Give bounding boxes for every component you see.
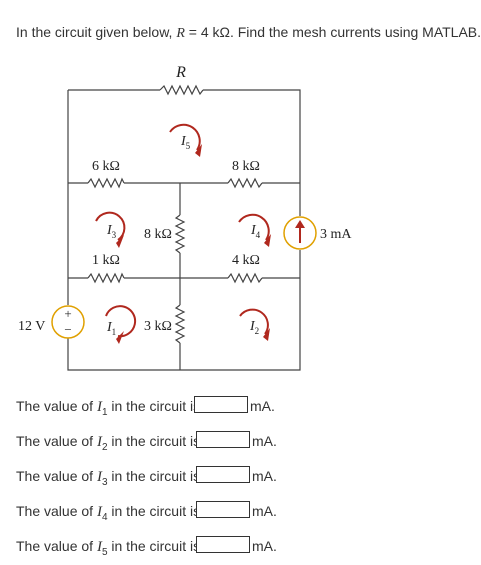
label-I1: I1: [106, 320, 116, 337]
label-I2: I2: [249, 319, 259, 336]
answer-input-i1[interactable]: [194, 396, 248, 413]
answer-input-i4[interactable]: [196, 501, 250, 518]
label-3ma: 3 mA: [320, 227, 352, 242]
mesh-arrow-2-icon: [239, 308, 269, 335]
label-3k: 3 kΩ: [144, 319, 172, 334]
current-source: [283, 216, 317, 250]
label-12v: 12 V: [18, 319, 45, 334]
answer-input-i5[interactable]: [196, 536, 250, 553]
arrow-up-icon: [295, 220, 305, 228]
minus-sign: −: [64, 322, 71, 337]
label-I4: I4: [250, 223, 261, 240]
answer-input-i3[interactable]: [196, 466, 250, 483]
unit-label: mA.: [250, 398, 275, 414]
unit-label: mA.: [252, 538, 277, 554]
label-4k: 4 kΩ: [232, 253, 260, 268]
unit-label: mA.: [252, 468, 277, 484]
mesh-arrow-3-icon: [95, 211, 126, 241]
resistor-1k: [87, 272, 125, 284]
resistor-8k-right: [227, 177, 263, 189]
label-I3: I3: [106, 223, 117, 240]
label-8k-middle: 8 kΩ: [144, 227, 172, 242]
mesh-arrow-1-icon: [105, 305, 137, 338]
mesh-arrow-5-icon: [169, 123, 201, 151]
mesh-arrows: [95, 123, 270, 338]
resistor-6k: [87, 177, 125, 189]
mesh-arrow-4-icon: [238, 213, 270, 241]
resistor-4k: [227, 272, 263, 284]
label-R: R: [175, 64, 186, 81]
resistance-variable: R: [176, 26, 185, 41]
label-6k: 6 kΩ: [92, 159, 120, 174]
circuit-diagram: + − R 6 kΩ 8 kΩ 8 kΩ 1 kΩ 4 kΩ 3 kΩ 12 V…: [18, 64, 352, 371]
circuit-wires: [67, 89, 301, 371]
voltage-source: + −: [51, 305, 85, 339]
resistor-3k: [174, 304, 186, 344]
resistor-8k-middle: [174, 214, 186, 254]
resistor-R: [159, 84, 204, 96]
answer-input-i2[interactable]: [196, 431, 250, 448]
question-text: In the circuit given below, R = 4 kΩ. Fi…: [16, 24, 481, 41]
unit-label: mA.: [252, 433, 277, 449]
label-1k: 1 kΩ: [92, 253, 120, 268]
plus-sign: +: [64, 306, 71, 321]
unit-label: mA.: [252, 503, 277, 519]
label-8k-right: 8 kΩ: [232, 159, 260, 174]
label-I5: I5: [180, 134, 191, 151]
